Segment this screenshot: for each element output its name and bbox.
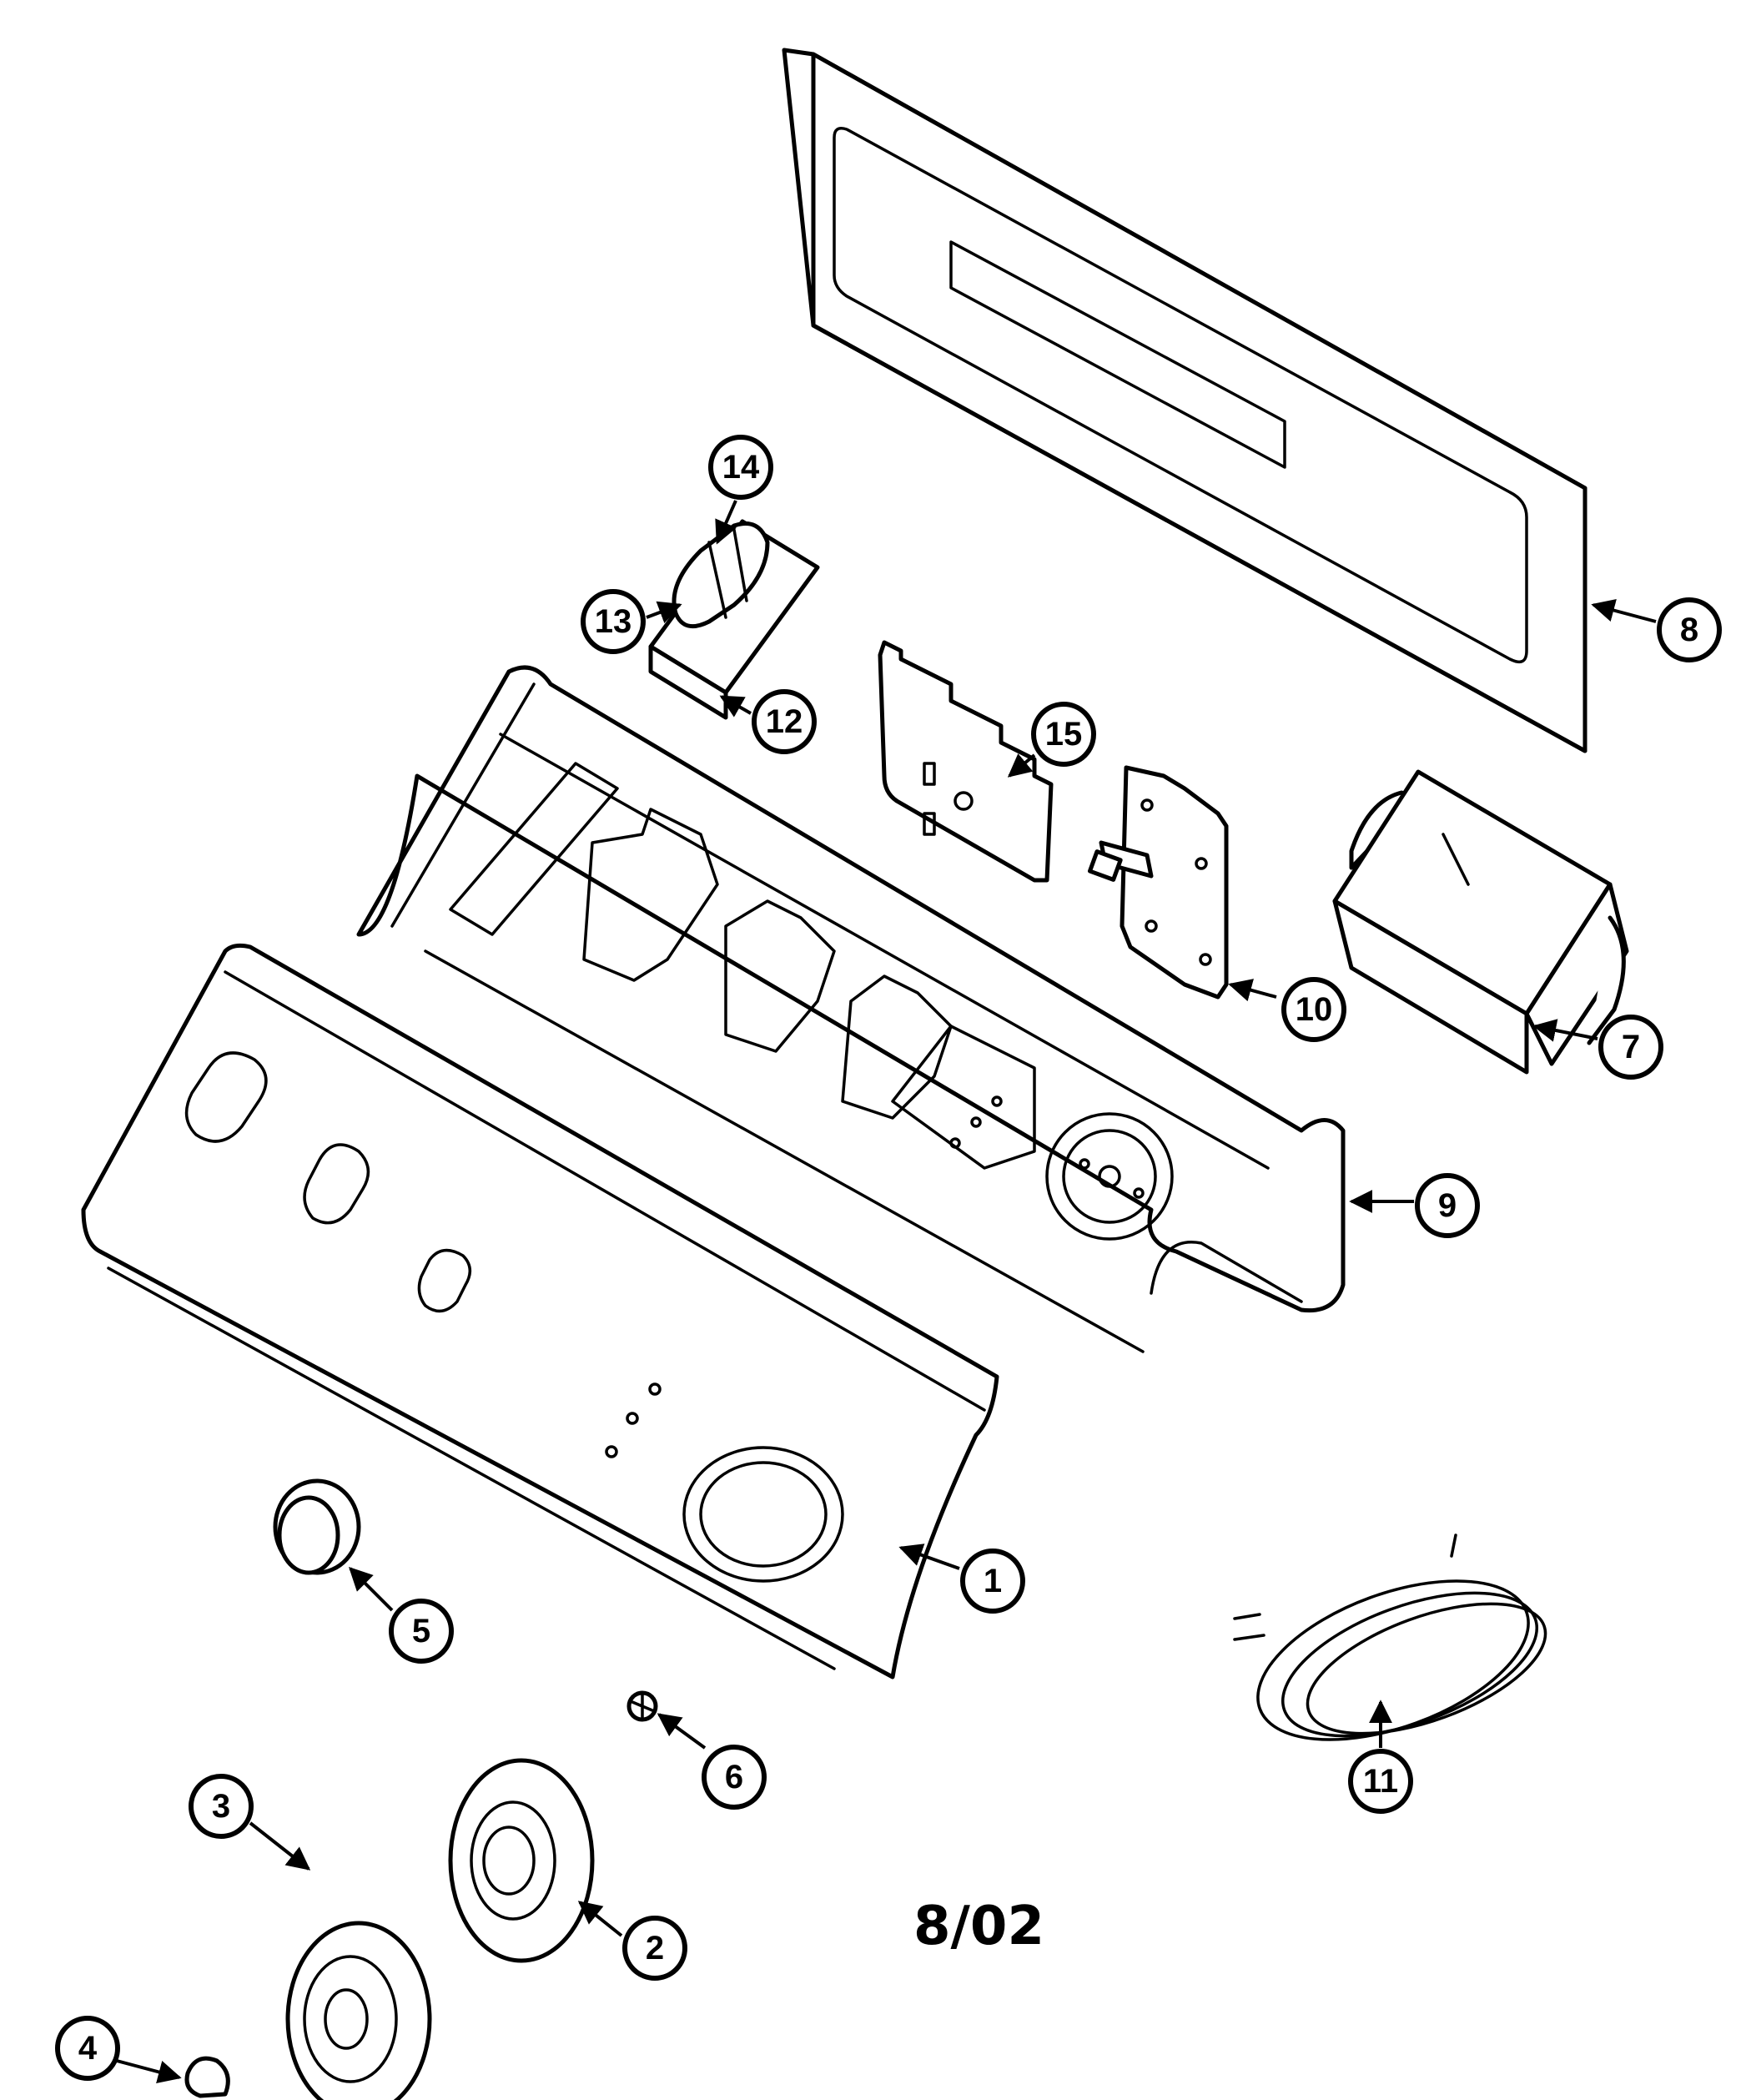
svg-text:11: 11	[1363, 1763, 1398, 1800]
svg-text:13: 13	[595, 603, 632, 640]
callout-11: 11	[1348, 1749, 1413, 1814]
callout-4: 4	[55, 2016, 120, 2081]
callout-2: 2	[622, 1916, 687, 1981]
callout-9: 9	[1415, 1173, 1480, 1238]
svg-text:14: 14	[722, 449, 760, 486]
part-bracket	[878, 640, 1054, 883]
date-code-label: 8/02	[913, 1896, 1044, 1957]
callout-12: 12	[752, 689, 817, 754]
callout-6: 6	[702, 1745, 767, 1810]
part-small-knob	[273, 1478, 361, 1575]
leader-lines	[116, 500, 1657, 2084]
part-switch-assembly	[648, 519, 820, 720]
callout-14: 14	[708, 435, 773, 500]
svg-text:1: 1	[984, 1563, 1002, 1599]
callout-5: 5	[389, 1599, 454, 1664]
callout-15: 15	[1031, 702, 1096, 767]
part-wire-harness	[1233, 1533, 1547, 1741]
callout-13: 13	[581, 589, 646, 654]
svg-text:6: 6	[725, 1759, 743, 1795]
svg-text:3: 3	[212, 1788, 230, 1825]
part-switch-plate	[1087, 765, 1229, 1000]
part-back-panel	[782, 48, 1588, 753]
part-dial-skirt	[285, 1921, 432, 2100]
svg-text:7: 7	[1622, 1029, 1640, 1065]
svg-text:8: 8	[1680, 612, 1698, 648]
svg-text:5: 5	[412, 1613, 430, 1649]
callout-7: 7	[1598, 1015, 1663, 1080]
part-control-panel	[81, 943, 999, 1679]
svg-text:15: 15	[1045, 716, 1083, 753]
callout-3: 3	[189, 1774, 254, 1839]
svg-text:12: 12	[766, 703, 803, 740]
svg-text:2: 2	[646, 1930, 664, 1967]
part-cap	[184, 2056, 230, 2098]
part-large-dial	[448, 1758, 595, 1963]
callout-8: 8	[1657, 597, 1722, 662]
part-console-housing	[356, 665, 1346, 1353]
svg-text:10: 10	[1296, 991, 1333, 1028]
svg-text:4: 4	[78, 2030, 98, 2067]
part-timer-motor	[1332, 769, 1629, 1075]
part-screw	[626, 1690, 658, 1722]
svg-text:9: 9	[1438, 1187, 1457, 1224]
callout-10: 10	[1281, 977, 1346, 1042]
callout-1: 1	[960, 1549, 1025, 1614]
